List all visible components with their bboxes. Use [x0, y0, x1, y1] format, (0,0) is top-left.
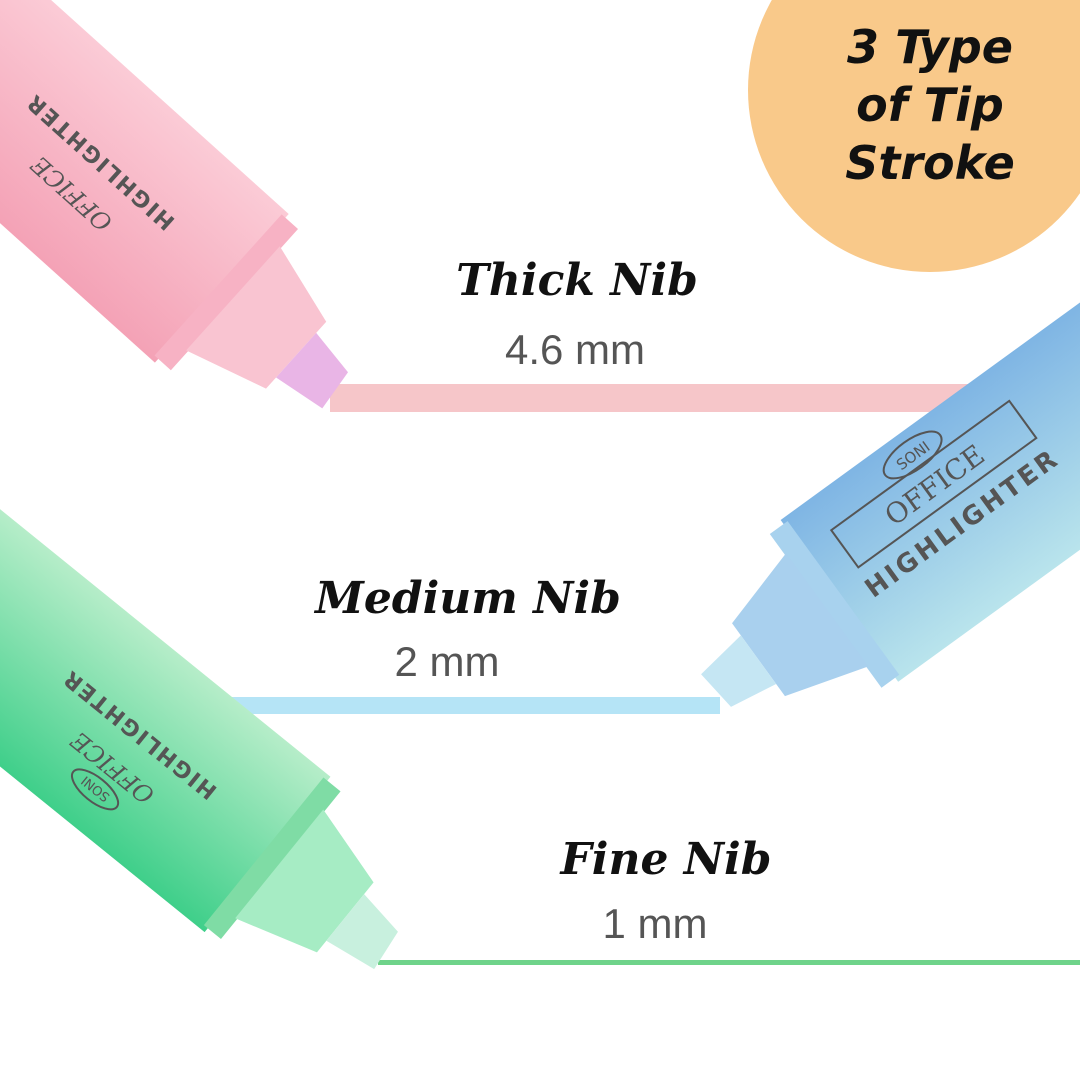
pink-highlighter: OFFICE HIGHLIGHTER [0, 0, 349, 409]
tip-types-badge: 3 Type of Tip Stroke [845, 18, 1015, 192]
thick-nib-label: Thick Nib [456, 255, 698, 306]
blue-highlighter: SONI OFFICE HIGHLIGHTER [701, 199, 1080, 707]
medium-nib-size: 2 mm [394, 638, 500, 685]
medium-stroke-line [190, 697, 720, 714]
badge-circle [748, 0, 1080, 272]
green-highlighter: SONI OFFICE HIGHLIGHTER [0, 433, 398, 970]
badge-line: 3 Type [847, 20, 1013, 74]
fine-nib-size: 1 mm [602, 900, 708, 947]
fine-stroke-line [378, 960, 1080, 965]
thick-stroke-line [330, 384, 970, 412]
fine-nib-label: Fine Nib [560, 834, 772, 885]
badge-line: Stroke [845, 136, 1015, 190]
medium-nib-label: Medium Nib [315, 573, 621, 624]
badge-line: of Tip [856, 78, 1004, 132]
thick-nib-size: 4.6 mm [504, 326, 646, 373]
